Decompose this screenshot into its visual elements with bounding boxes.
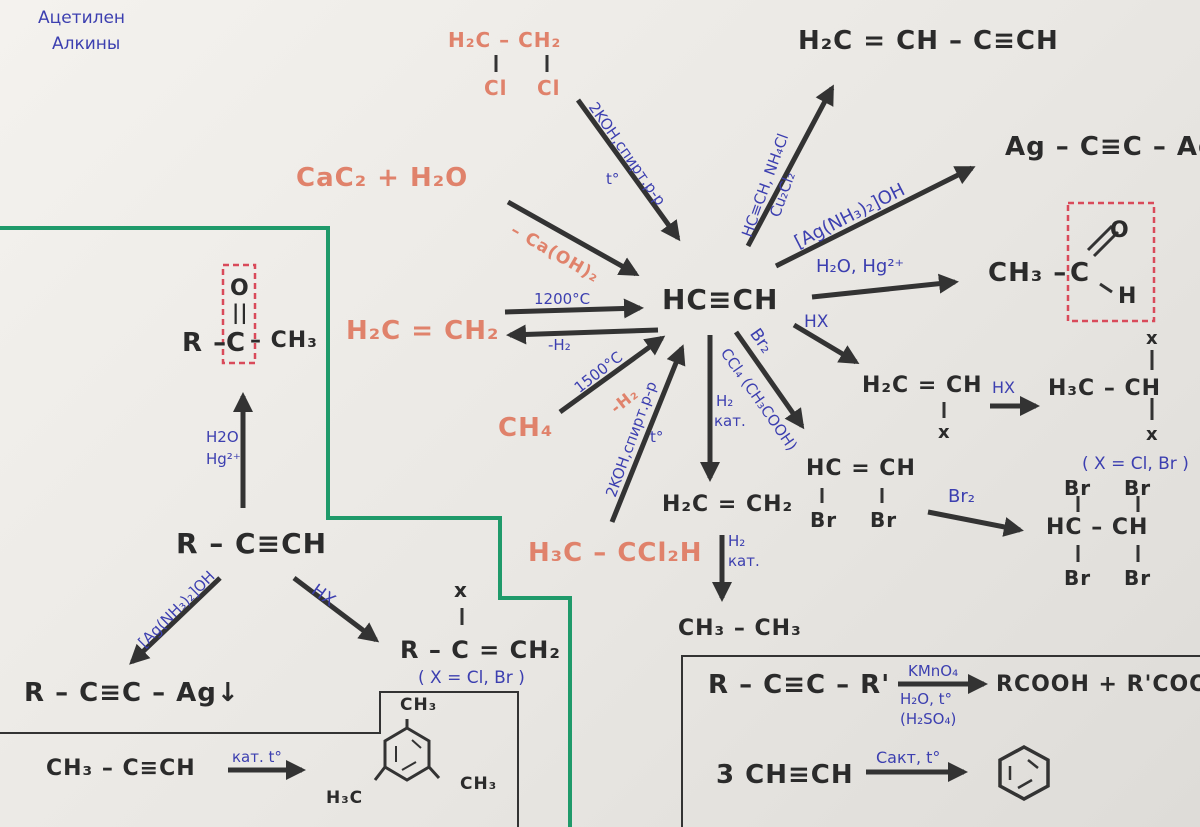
carbide-formula: CaC₂ + H₂O [296, 163, 469, 193]
dibromoethene-formula: HC = CH [806, 456, 916, 481]
ketone-reagent-1: H2O [206, 428, 239, 446]
hx-reagent-1: HX [804, 312, 829, 332]
ethane-formula: CH₃ – CH₃ [678, 616, 802, 641]
hydrogenation-reagent-2: H₂ [728, 532, 746, 550]
hydrogenation-reagent-1: H₂ [716, 392, 734, 410]
ethylene-product-formula: H₂C = CH₂ [662, 492, 794, 517]
dibromoethene-br2: Br [870, 508, 898, 532]
highlight-boxes [221, 201, 1156, 365]
mesitylene-me-right: CH₃ [460, 774, 498, 794]
r-silver-formula: R – C≡C – Ag↓ [24, 678, 240, 708]
chlorine-label-1: Cl [484, 76, 508, 100]
geminal-temp: t° [650, 428, 664, 446]
r-halide-formula: R – C = CH₂ [400, 636, 561, 664]
geminal-dichloride-formula: H₃C – CCl₂H [528, 538, 703, 568]
chlorine-label-2: Cl [537, 76, 561, 100]
vinyl-halide-formula: H₂C = CH [862, 373, 983, 398]
dihalide-x-top: x [1146, 328, 1159, 349]
tetrabromo-br-bl: Br [1064, 566, 1092, 590]
benzene-ring-icon [998, 745, 1050, 801]
vinyl-halide-x: x [938, 422, 951, 443]
ketone-ch3: – CH₃ [250, 328, 318, 353]
hydrogenation-cat-1: кат. [714, 412, 746, 430]
tetrabromo-br-tr: Br [1124, 476, 1152, 500]
panel-borders [0, 655, 1200, 827]
bromination-reagent-2: Br₂ [948, 486, 975, 507]
mesitylene-me-top: CH₃ [400, 695, 438, 715]
ketone-oxygen: O [230, 276, 250, 301]
acetylene-trimer-formula: 3 CH≡CH [716, 760, 854, 790]
acetaldehyde-ch3: CH₃ – [988, 258, 1068, 288]
dihalide-x-bottom: x [1146, 424, 1159, 445]
ketone-r: R – [182, 328, 228, 358]
tetrabromo-br-tl: Br [1064, 476, 1092, 500]
acetaldehyde-carbon: C [1070, 258, 1091, 288]
r-halide-note: ( X = Cl, Br ) [418, 668, 525, 688]
tetrabromoethane-formula: HC – CH [1046, 515, 1149, 540]
silver-acetylide-formula: Ag – C≡C – Ag↓ [1005, 132, 1200, 162]
ketone-carbon: C [226, 328, 247, 358]
dichloroethane-temp: t° [606, 170, 620, 188]
ketone-reagent-2: Hg²⁺ [206, 450, 241, 468]
ethylene-forward-cond: 1200°C [534, 290, 591, 308]
bond-lines [460, 55, 1154, 625]
green-boundary-line [0, 226, 572, 827]
oxidation-cond1: H₂O, t° [900, 690, 953, 708]
mesitylene-me-left: H₃C [326, 788, 364, 808]
oxidation-reagent: KMnO₄ [908, 662, 959, 680]
mesitylene-ring-icon [373, 719, 441, 782]
header-title: Ацетилен [38, 8, 126, 28]
alkyne-internal-formula: R – C≡C – R' [708, 670, 891, 700]
propyne-formula: CH₃ – C≡CH [46, 756, 196, 781]
ethylene-source-formula: H₂C = CH₂ [346, 316, 500, 346]
acetylene-center: HC≡CH [662, 283, 779, 316]
hydrogenation-cat-2: кат. [728, 552, 760, 570]
header-subtitle: Алкины [52, 34, 121, 54]
dichloroethane-formula: H₂C – CH₂ [448, 28, 562, 52]
methane-formula: CH₄ [498, 413, 554, 443]
acids-product-formula: RCOOH + R'COOH [996, 672, 1200, 697]
benzene-cond: Cакт, t° [876, 748, 941, 767]
ketone-double-bond: || [232, 300, 249, 324]
hydration-reagent: H₂O, Hg²⁺ [816, 256, 905, 277]
vinylacetylene-formula: H₂C = CH – C≡CH [798, 26, 1059, 56]
acetaldehyde-hydrogen: H [1118, 284, 1138, 309]
ethylene-back-cond: -H₂ [548, 336, 571, 354]
acetaldehyde-oxygen: O [1110, 218, 1130, 243]
dihalide-formula: H₃C – CH [1048, 376, 1162, 401]
trimer-cond: кат. t° [232, 748, 282, 766]
dibromoethene-br1: Br [810, 508, 838, 532]
alkyne-formula: R – C≡CH [176, 527, 328, 560]
dihalide-note: ( X = Cl, Br ) [1082, 454, 1189, 474]
tetrabromo-br-br: Br [1124, 566, 1152, 590]
oxidation-cond2: (H₂SO₄) [900, 710, 957, 728]
hx-reagent-2: HX [992, 378, 1015, 397]
r-halide-x: x [454, 578, 468, 602]
arrow-icon [129, 84, 1040, 782]
